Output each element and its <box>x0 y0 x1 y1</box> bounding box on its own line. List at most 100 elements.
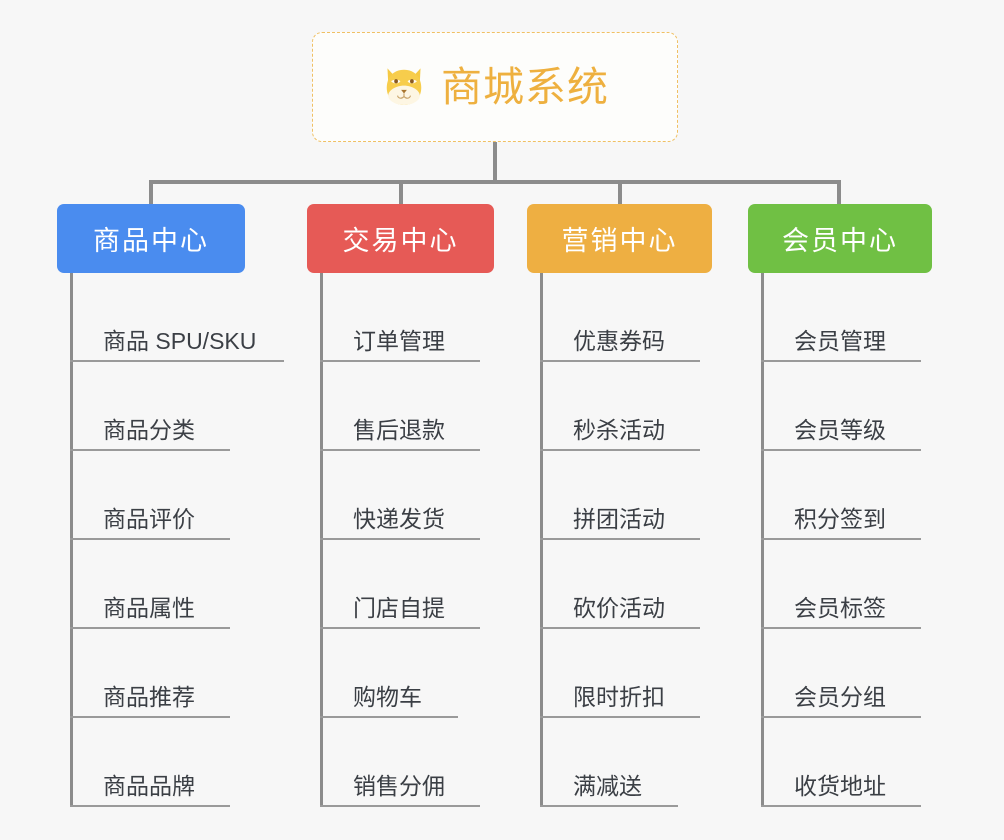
leaf-item-label: 销售分佣 <box>353 773 445 799</box>
leaf-item[interactable]: 积分签到 <box>748 451 932 540</box>
leaf-item[interactable]: 商品推荐 <box>57 629 245 718</box>
column-spine <box>70 273 73 807</box>
leaf-item-label: 商品分类 <box>103 417 195 443</box>
leaf-item-underline <box>320 627 480 629</box>
leaf-item-underline <box>320 716 458 718</box>
leaf-item-underline <box>70 538 230 540</box>
leaf-item-label: 快递发货 <box>353 506 445 532</box>
leaf-list: 订单管理售后退款快递发货门店自提购物车销售分佣 <box>307 273 494 807</box>
connector-drop-4 <box>837 180 841 206</box>
leaf-item[interactable]: 会员管理 <box>748 273 932 362</box>
leaf-item-label: 商品评价 <box>103 506 195 532</box>
leaf-item[interactable]: 砍价活动 <box>527 540 712 629</box>
leaf-item-label: 购物车 <box>353 684 422 710</box>
category-column: 交易中心订单管理售后退款快递发货门店自提购物车销售分佣 <box>307 204 494 807</box>
leaf-item[interactable]: 商品属性 <box>57 540 245 629</box>
connector-drop-3 <box>618 180 622 206</box>
leaf-item-underline <box>70 627 230 629</box>
root-node[interactable]: 商城系统 <box>312 32 678 142</box>
leaf-item[interactable]: 收货地址 <box>748 718 932 807</box>
leaf-item-underline <box>761 360 921 362</box>
leaf-item[interactable]: 满减送 <box>527 718 712 807</box>
leaf-item-label: 订单管理 <box>353 328 445 354</box>
column-spine <box>320 273 323 807</box>
category-header-3[interactable]: 营销中心 <box>527 204 712 273</box>
leaf-item-label: 会员分组 <box>794 684 886 710</box>
leaf-item[interactable]: 商品分类 <box>57 362 245 451</box>
leaf-list: 商品 SPU/SKU 商品分类商品评价商品属性商品推荐商品品牌 <box>57 273 284 807</box>
leaf-item-label: 会员管理 <box>794 328 886 354</box>
leaf-item[interactable]: 拼团活动 <box>527 451 712 540</box>
category-column: 商品中心商品 SPU/SKU 商品分类商品评价商品属性商品推荐商品品牌 <box>57 204 284 807</box>
leaf-item-underline <box>70 360 284 362</box>
leaf-item-underline <box>540 805 678 807</box>
leaf-item[interactable]: 会员分组 <box>748 629 932 718</box>
leaf-item-label: 会员标签 <box>794 595 886 621</box>
connector-root-stem <box>493 142 497 184</box>
leaf-item-underline <box>320 449 480 451</box>
leaf-item-label: 满减送 <box>573 773 642 799</box>
leaf-item[interactable]: 商品 SPU/SKU <box>57 273 284 362</box>
leaf-item-underline <box>70 805 230 807</box>
leaf-item[interactable]: 会员标签 <box>748 540 932 629</box>
leaf-item[interactable]: 快递发货 <box>307 451 494 540</box>
connector-drop-2 <box>399 180 403 206</box>
category-header-1[interactable]: 商品中心 <box>57 204 245 273</box>
category-header-2[interactable]: 交易中心 <box>307 204 494 273</box>
leaf-item-label: 售后退款 <box>353 417 445 443</box>
category-header-label: 商品中心 <box>93 226 209 256</box>
root-title: 商城系统 <box>441 63 609 110</box>
leaf-item-underline <box>761 538 921 540</box>
leaf-item-underline <box>761 449 921 451</box>
category-header-label: 交易中心 <box>342 226 459 256</box>
category-column: 会员中心会员管理会员等级积分签到会员标签会员分组收货地址 <box>748 204 932 807</box>
leaf-item-underline <box>761 805 921 807</box>
category-column: 营销中心优惠券码秒杀活动拼团活动砍价活动限时折扣满减送 <box>527 204 712 807</box>
leaf-item-underline <box>70 716 230 718</box>
leaf-item-label: 砍价活动 <box>573 595 665 621</box>
category-header-label: 会员中心 <box>782 226 898 256</box>
leaf-item-underline <box>320 360 480 362</box>
leaf-item-underline <box>761 716 921 718</box>
leaf-item-label: 收货地址 <box>794 773 886 799</box>
leaf-item[interactable]: 商品评价 <box>57 451 245 540</box>
leaf-item[interactable]: 订单管理 <box>307 273 494 362</box>
leaf-item-label: 商品推荐 <box>103 684 195 710</box>
category-header-4[interactable]: 会员中心 <box>748 204 932 273</box>
column-spine <box>761 273 764 807</box>
leaf-item-underline <box>540 716 700 718</box>
leaf-item[interactable]: 会员等级 <box>748 362 932 451</box>
leaf-item-label: 拼团活动 <box>573 506 665 532</box>
shiba-dog-face-icon <box>386 68 422 105</box>
leaf-item[interactable]: 限时折扣 <box>527 629 712 718</box>
leaf-item-underline <box>540 538 700 540</box>
leaf-item-label: 限时折扣 <box>573 684 665 710</box>
column-spine <box>540 273 543 807</box>
leaf-item-underline <box>540 449 700 451</box>
leaf-item-label: 优惠券码 <box>573 328 665 354</box>
leaf-item-label: 商品 SPU/SKU <box>103 328 257 354</box>
leaf-item-label: 商品属性 <box>103 595 195 621</box>
leaf-item[interactable]: 购物车 <box>307 629 494 718</box>
leaf-item-label: 秒杀活动 <box>573 417 665 443</box>
connector-bus <box>149 180 839 184</box>
leaf-item-underline <box>320 805 480 807</box>
leaf-item-label: 门店自提 <box>353 595 445 621</box>
leaf-item-underline <box>320 538 480 540</box>
leaf-item-underline <box>761 627 921 629</box>
leaf-item[interactable]: 售后退款 <box>307 362 494 451</box>
leaf-item-label: 会员等级 <box>794 417 886 443</box>
leaf-item[interactable]: 销售分佣 <box>307 718 494 807</box>
leaf-item-underline <box>540 360 700 362</box>
leaf-item-underline <box>540 627 700 629</box>
leaf-item[interactable]: 门店自提 <box>307 540 494 629</box>
leaf-item-underline <box>70 449 230 451</box>
leaf-item[interactable]: 商品品牌 <box>57 718 245 807</box>
leaf-list: 会员管理会员等级积分签到会员标签会员分组收货地址 <box>748 273 932 807</box>
leaf-list: 优惠券码秒杀活动拼团活动砍价活动限时折扣满减送 <box>527 273 712 807</box>
leaf-item[interactable]: 优惠券码 <box>527 273 712 362</box>
connector-drop-1 <box>149 180 153 206</box>
leaf-item[interactable]: 秒杀活动 <box>527 362 712 451</box>
category-header-label: 营销中心 <box>561 226 678 256</box>
